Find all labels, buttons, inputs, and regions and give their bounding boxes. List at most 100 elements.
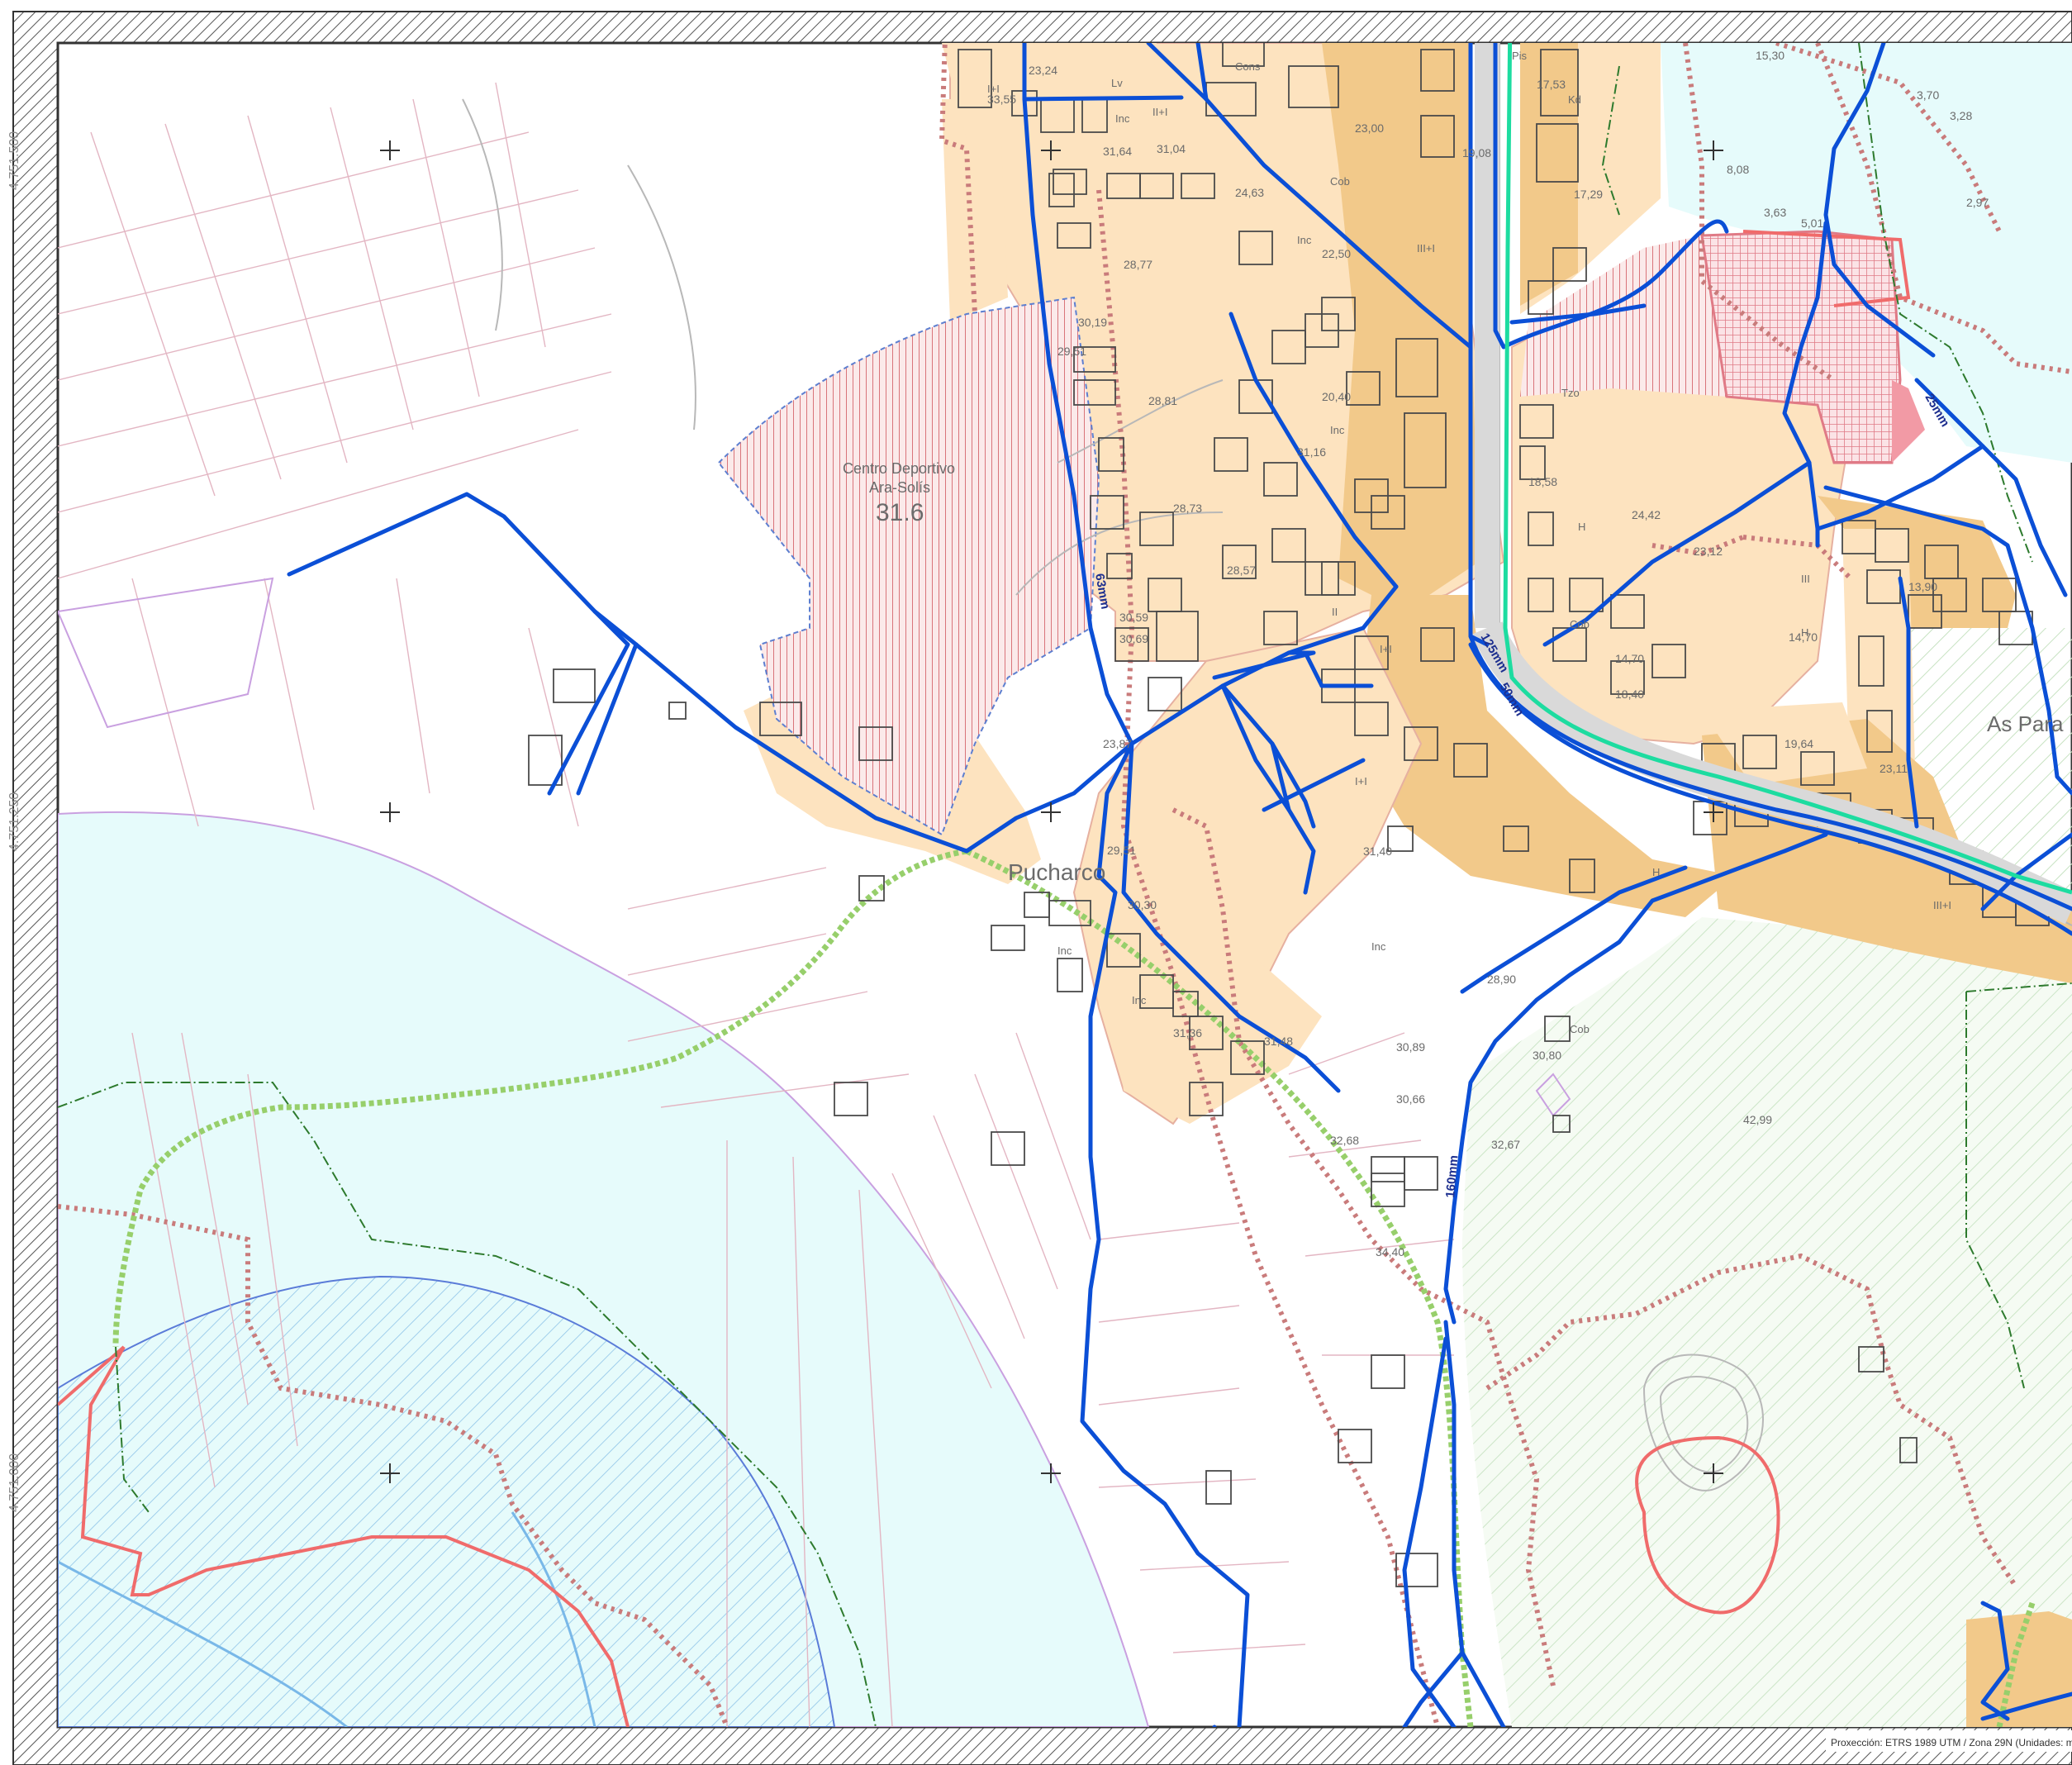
svg-text:Cons: Cons	[1235, 60, 1261, 73]
svg-text:28,77: 28,77	[1124, 258, 1152, 271]
environment-boundaries	[58, 43, 2072, 1727]
svg-text:24,63: 24,63	[1235, 186, 1264, 199]
svg-text:28,57: 28,57	[1227, 564, 1256, 577]
svg-text:III+I: III+I	[1933, 899, 1951, 911]
svg-text:Cob: Cob	[1570, 618, 1590, 630]
svg-text:31,16: 31,16	[1297, 445, 1326, 459]
svg-text:20,40: 20,40	[1322, 390, 1351, 403]
svg-text:30,30: 30,30	[1128, 898, 1157, 911]
svg-text:17,29: 17,29	[1574, 188, 1603, 201]
svg-text:19,64: 19,64	[1784, 737, 1813, 750]
river-line	[58, 1560, 348, 1727]
sports-centre-elevation: 31.6	[876, 499, 924, 526]
walking-path	[112, 848, 967, 1348]
svg-text:30,19: 30,19	[1078, 316, 1107, 329]
grid-crosses	[380, 140, 1723, 1483]
svg-text:42,99: 42,99	[1743, 1113, 1772, 1126]
svg-text:3,28: 3,28	[1950, 109, 1972, 122]
svg-text:14,70: 14,70	[1789, 630, 1818, 644]
walking-path-3	[1996, 1601, 2036, 1727]
coord-northing-top: 4.751.500	[7, 131, 21, 190]
svg-text:30,69: 30,69	[1119, 632, 1148, 645]
equipment-solid-zone	[1892, 380, 1925, 463]
village-label: Pucharco	[1008, 859, 1105, 885]
svg-text:19,08: 19,08	[1462, 146, 1491, 159]
coord-northing-bottom: 4.751.000	[7, 1453, 21, 1512]
cadastral-lines	[58, 82, 1571, 1727]
elevation-labels: 23,24 33,55 31,64 31,04 24,63 22,50 28,7…	[987, 49, 1989, 1258]
water-pipes	[287, 43, 2072, 1727]
main-road-curve	[1471, 621, 2072, 925]
svg-text:24,42: 24,42	[1632, 508, 1661, 521]
svg-text:31,64: 31,64	[1103, 145, 1132, 158]
projection-note: Proxección: ETRS 1989 UTM / Zona 29N (Un…	[1831, 1737, 2072, 1748]
svg-text:32,68: 32,68	[1330, 1134, 1359, 1147]
svg-text:28,73: 28,73	[1173, 502, 1202, 515]
pipe-label-160: 160mm	[1443, 1154, 1461, 1198]
svg-text:33,55: 33,55	[987, 93, 1016, 106]
svg-text:29,51: 29,51	[1057, 345, 1086, 358]
svg-text:15,30: 15,30	[1756, 49, 1784, 62]
svg-text:Tzo: Tzo	[1561, 387, 1580, 399]
svg-text:2,97: 2,97	[1966, 196, 1989, 209]
svg-text:Pis: Pis	[1512, 50, 1528, 62]
svg-text:31,36: 31,36	[1173, 1026, 1202, 1039]
svg-text:II+I: II+I	[1152, 106, 1167, 118]
svg-text:31,04: 31,04	[1157, 142, 1186, 155]
svg-text:22,50: 22,50	[1322, 247, 1351, 260]
sports-centre-area	[717, 296, 1100, 836]
coord-northing-mid: 4.751.250	[7, 792, 21, 851]
svg-text:17,53: 17,53	[1537, 78, 1566, 91]
svg-text:Inc: Inc	[1132, 994, 1147, 1006]
svg-text:31,40: 31,40	[1363, 844, 1392, 858]
buildings	[528, 43, 2050, 1587]
svg-text:Inc: Inc	[1330, 424, 1345, 436]
svg-text:I+I: I+I	[1380, 643, 1392, 655]
flood-zone-hatched	[58, 1275, 836, 1727]
park-label: As Para	[1987, 711, 2064, 736]
svg-text:III: III	[1801, 573, 1810, 585]
svg-text:I+I: I+I	[1355, 775, 1367, 787]
svg-text:Lv: Lv	[1111, 77, 1123, 89]
svg-text:8,08: 8,08	[1727, 163, 1749, 176]
svg-text:30,80: 30,80	[1533, 1049, 1561, 1062]
svg-text:Inc: Inc	[1371, 940, 1386, 953]
svg-text:30,59: 30,59	[1119, 611, 1148, 624]
svg-text:3,63: 3,63	[1764, 206, 1786, 219]
forest-hatch	[1462, 917, 2072, 1727]
svg-text:I+I: I+I	[987, 83, 1000, 95]
svg-text:H: H	[1801, 626, 1808, 639]
svg-text:23,00: 23,00	[1355, 121, 1384, 135]
svg-text:H: H	[1578, 521, 1585, 533]
protection-boundaries	[58, 230, 1911, 1727]
svg-text:Cob: Cob	[1330, 175, 1350, 188]
svg-text:Kd: Kd	[1568, 93, 1581, 106]
svg-text:30,66: 30,66	[1396, 1092, 1425, 1106]
svg-text:II: II	[1332, 606, 1338, 618]
sports-centre-label: Centro Deportivo	[843, 460, 955, 477]
svg-text:H: H	[1652, 866, 1660, 878]
svg-text:23,24: 23,24	[1029, 64, 1057, 77]
svg-text:III+I: III+I	[1417, 242, 1435, 255]
svg-text:28,90: 28,90	[1487, 973, 1516, 986]
green-pipe	[1503, 43, 2072, 895]
svg-text:30,89: 30,89	[1396, 1040, 1425, 1054]
svg-text:Inc: Inc	[1297, 234, 1312, 246]
footer-box	[1826, 1730, 2072, 1752]
svg-text:18,40: 18,40	[1615, 687, 1644, 701]
svg-text:32,67: 32,67	[1491, 1138, 1520, 1151]
svg-text:29,51: 29,51	[1107, 844, 1136, 857]
svg-text:31,48: 31,48	[1264, 1035, 1293, 1048]
sports-centre-label-2: Ara-Solís	[869, 479, 930, 496]
planning-boundaries	[58, 43, 2072, 1727]
river-line-2	[511, 1511, 596, 1727]
svg-text:14,70: 14,70	[1615, 652, 1644, 665]
svg-text:23,12: 23,12	[1694, 545, 1723, 558]
svg-text:18,58: 18,58	[1528, 475, 1557, 488]
svg-text:28,81: 28,81	[1148, 394, 1177, 407]
svg-text:3,70: 3,70	[1917, 88, 1939, 102]
svg-text:13,90: 13,90	[1908, 580, 1937, 593]
building-code-labels: I+I Lv Inc II+I Cons Pis Kd Cob III+I H …	[987, 50, 1951, 1035]
svg-text:23,11: 23,11	[1880, 762, 1908, 775]
